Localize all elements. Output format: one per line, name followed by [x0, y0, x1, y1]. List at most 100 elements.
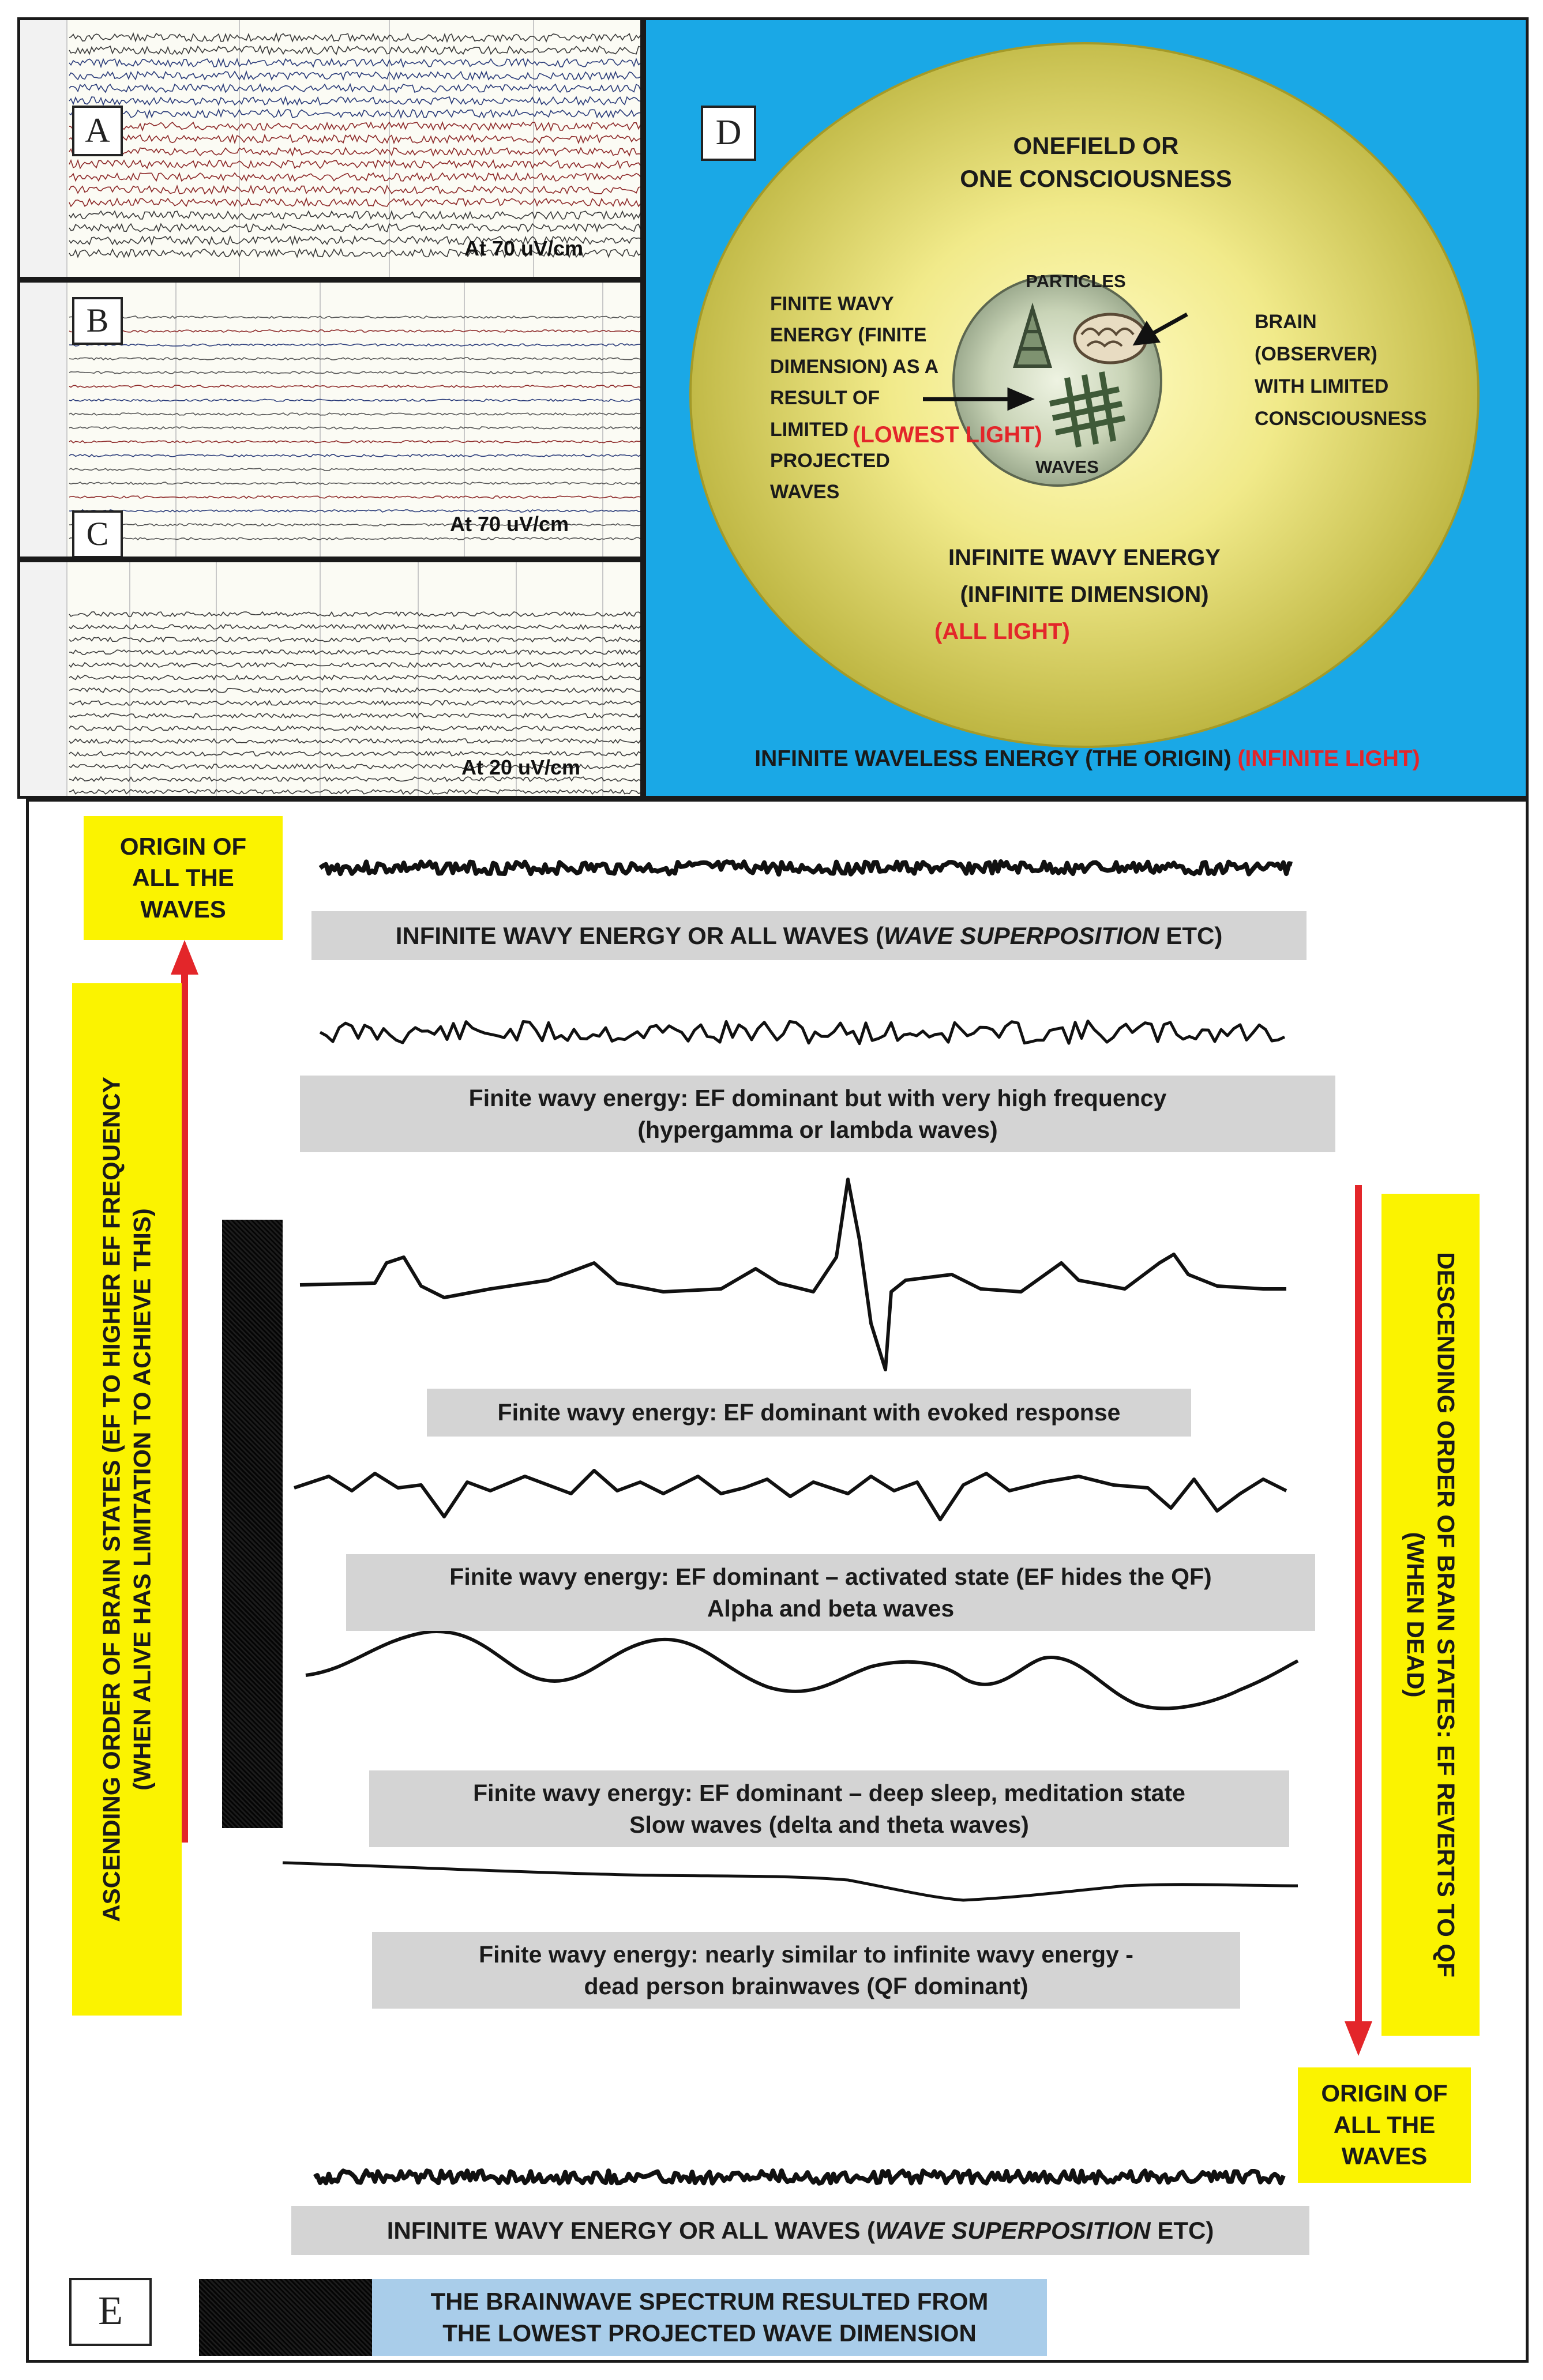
caption-sleep-line-2: Slow waves (delta and theta waves): [629, 1811, 1029, 1838]
waveless-label: INFINITE WAVELESS ENERGY (THE ORIGIN): [754, 746, 1232, 771]
caption-activated: Finite wavy energy: EF dominant – activa…: [346, 1554, 1315, 1631]
eeg-trace: [69, 57, 640, 69]
caption-dead-line-2: dead person brainwaves (QF dominant): [584, 1972, 1028, 1999]
brainwave-traces: [171, 859, 1372, 2186]
ascending-line2: (WHEN ALIVE HAS LIMITATION TO ACHIEVE TH…: [128, 1208, 155, 1791]
eeg-trace: [69, 315, 640, 319]
onefield-line1: ONEFIELD OR: [1013, 132, 1179, 159]
eeg-trace: [69, 763, 640, 770]
eeg-trace: [69, 687, 640, 694]
finite-wavy-line-5: LIMITED: [770, 418, 849, 441]
panel-label-c: C: [72, 510, 123, 557]
legend-swatch: [199, 2279, 372, 2356]
particles-label: PARTICLES: [1026, 271, 1126, 291]
finite-wavy-line-4: RESULT OF: [770, 387, 880, 409]
eeg-trace: [69, 725, 640, 732]
caption-bottom-suffix: ETC): [1150, 2216, 1214, 2244]
legend-line-2: THE LOWEST PROJECTED WAVE DIMENSION: [442, 2319, 977, 2347]
eeg-trace: [69, 121, 640, 132]
eeg-trace: [69, 623, 640, 630]
eeg-trace: [69, 788, 640, 795]
lowest-light-label: (LOWEST LIGHT): [853, 422, 1042, 448]
caption-dead: Finite wavy energy: nearly similar to in…: [372, 1932, 1240, 2009]
brain-icon: [1073, 313, 1148, 364]
eeg-trace: [69, 223, 640, 233]
infinite-light-label: (INFINITE LIGHT): [1237, 746, 1420, 771]
eeg-traces-b: [69, 283, 640, 557]
eeg-trace: [69, 412, 640, 416]
ascending-box: [72, 983, 182, 2016]
descending-arrow-head: [1345, 2021, 1372, 2056]
caption-high-line-2: (hypergamma or lambda waves): [637, 1116, 998, 1143]
eeg-trace: [69, 32, 640, 43]
panel-label-b: B: [72, 297, 123, 345]
caption-bottom-italic: WAVE SUPERPOSITION: [875, 2216, 1151, 2244]
eeg-trace: [69, 649, 640, 656]
ascending-arrow-head: [171, 940, 198, 975]
waves-label: WAVES: [1035, 457, 1099, 477]
caption-top: INFINITE WAVY ENERGY OR ALL WAVES (WAVE …: [311, 911, 1307, 960]
eeg-panel-b: B C At 70 uV/cm: [17, 280, 643, 559]
eeg-trace: [69, 674, 640, 681]
eeg-trace: [69, 171, 640, 182]
panel-label-e: E: [69, 2278, 152, 2346]
caption-active-line-2: Alpha and beta waves: [707, 1595, 955, 1622]
waves-icon: [1049, 371, 1126, 448]
eeg-trace: [69, 96, 640, 106]
caption-bottom: INFINITE WAVY ENERGY OR ALL WAVES (WAVE …: [291, 2206, 1309, 2255]
finite-wavy-line-3: DIMENSION) AS A: [770, 355, 939, 378]
all-light-label: (ALL LIGHT): [934, 619, 1070, 644]
eeg-traces-c2: [69, 562, 640, 796]
scale-label-a: At 70 uV/cm: [464, 236, 584, 260]
eeg-trace: [69, 329, 640, 333]
wave-superposition-top: [318, 859, 1293, 877]
particles-icon: [1012, 302, 1053, 368]
origin-top-line-2: ALL THE: [132, 864, 234, 892]
eeg-trace: [69, 70, 640, 81]
eeg-trace: [69, 197, 640, 208]
caption-sleep-line-1: Finite wavy energy: EF dominant – deep s…: [473, 1780, 1185, 1807]
caption-dead-line-1: Finite wavy energy: nearly similar to in…: [479, 1941, 1133, 1968]
eeg-trace: [69, 247, 640, 258]
eeg-panel-a: A At 70 uV/cm: [17, 17, 643, 280]
brain-observer-line-1: BRAIN: [1255, 311, 1317, 333]
eeg-trace: [69, 738, 640, 745]
channel-list: [20, 562, 67, 796]
eeg-trace: [69, 439, 640, 443]
caption-evoked: Finite wavy energy: EF dominant with evo…: [427, 1389, 1191, 1437]
scale-label-c2: At 20 uV/cm: [461, 755, 581, 779]
eeg-trace: [69, 209, 640, 220]
origin-bottom-line-1: ORIGIN OF: [1321, 2080, 1448, 2107]
eeg-trace: [69, 385, 640, 389]
wave-superposition-bottom: [313, 2168, 1286, 2186]
eeg-trace: [69, 636, 640, 643]
ascending-line1: ASCENDING ORDER OF BRAIN STATES (EF TO H…: [97, 1077, 125, 1922]
origin-bottom-line-2: ALL THE: [1333, 2111, 1436, 2138]
eeg-trace: [69, 509, 640, 513]
eeg-trace: [69, 370, 640, 374]
eeg-trace: [69, 611, 640, 618]
eeg-trace: [69, 159, 640, 170]
wave-slow: [305, 1630, 1299, 1710]
infinite-wavy-line2: (INFINITE DIMENSION): [960, 582, 1209, 607]
brain-observer-line-4: CONSCIOUSNESS: [1255, 408, 1427, 430]
finite-sphere: [952, 275, 1162, 487]
eeg-trace: [69, 146, 640, 157]
eeg-trace: [69, 700, 640, 706]
brain-observer-line-2: (OBSERVER): [1255, 343, 1377, 366]
eeg-trace: [69, 343, 640, 347]
eeg-trace: [69, 495, 640, 499]
eeg-trace: [69, 537, 640, 541]
caption-top-prefix: INFINITE WAVY ENERGY OR ALL WAVES (: [395, 922, 884, 949]
caption-active-line-1: Finite wavy energy: EF dominant – activa…: [449, 1563, 1212, 1591]
eeg-trace: [69, 235, 640, 246]
wave-dead: [282, 1861, 1298, 1902]
caption-deep-sleep: Finite wavy energy: EF dominant – deep s…: [369, 1770, 1289, 1847]
eeg-trace: [69, 468, 640, 471]
channel-list: [20, 283, 67, 557]
eeg-trace: [69, 776, 640, 783]
eeg-trace: [69, 482, 640, 485]
